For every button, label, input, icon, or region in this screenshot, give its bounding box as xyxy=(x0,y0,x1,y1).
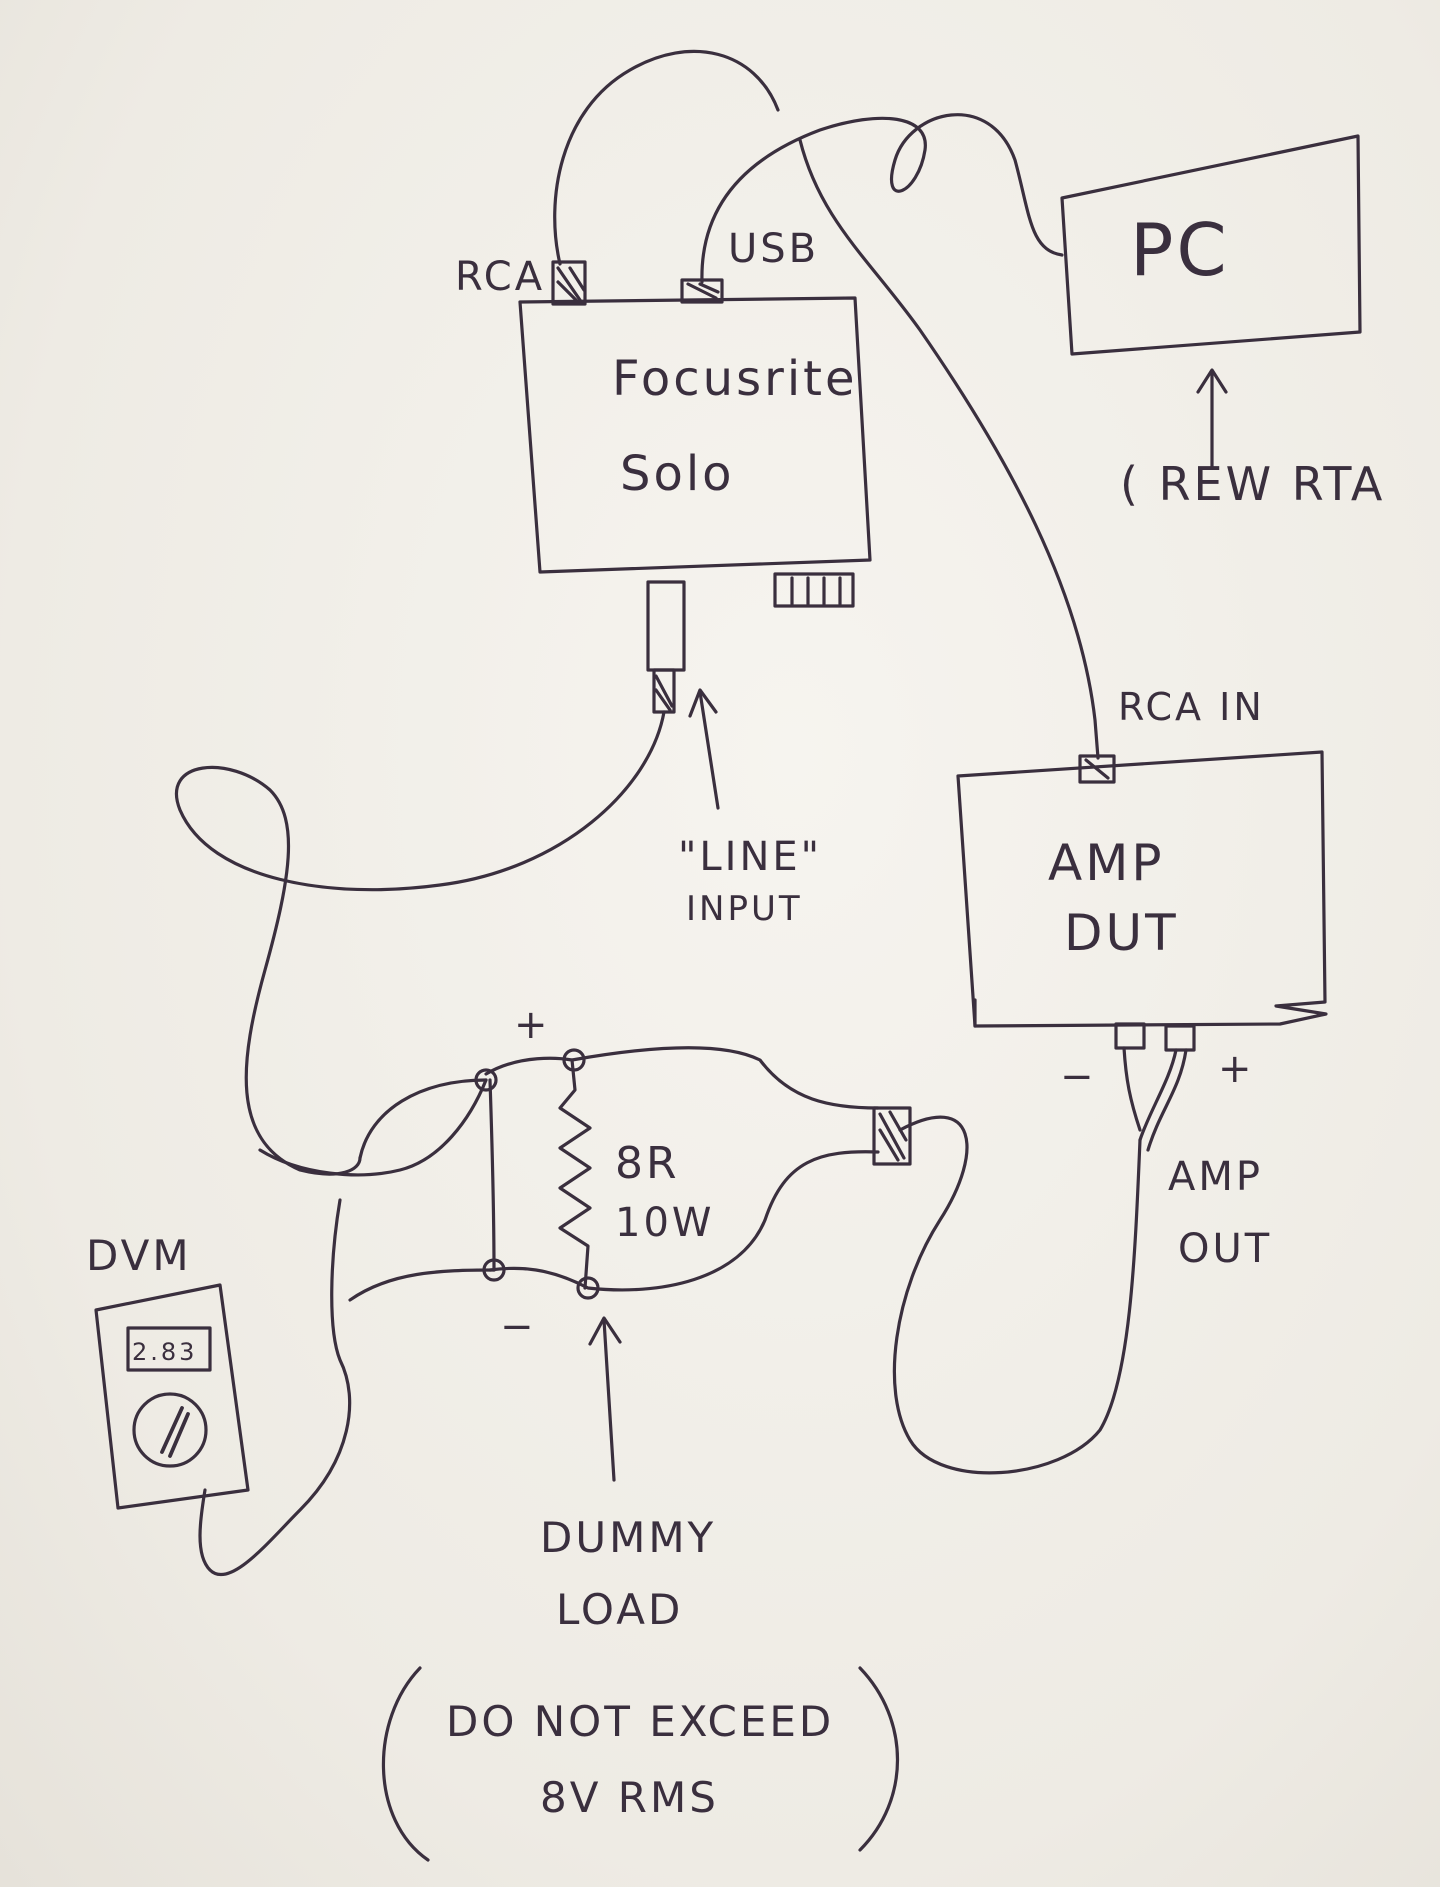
line-input-jack xyxy=(646,580,686,714)
warning-label-1: DO NOT EXCEED xyxy=(446,1697,834,1746)
resistor-label-1: 8R xyxy=(615,1138,680,1189)
resistor-label-2: 10W xyxy=(615,1200,714,1246)
pc-box xyxy=(1060,134,1362,356)
line-input-label-2: INPUT xyxy=(686,889,803,929)
dvm xyxy=(94,1283,250,1510)
dummy-load xyxy=(258,1046,912,1302)
warning-label-2: 8V RMS xyxy=(540,1773,719,1822)
focusrite-box xyxy=(518,296,872,608)
amp-plus-label: + xyxy=(1218,1046,1255,1092)
warning-brackets xyxy=(381,1666,899,1862)
load-minus-label: − xyxy=(500,1304,537,1350)
amp-output-terminals xyxy=(1114,1022,1196,1152)
amp-label-1: AMP xyxy=(1048,834,1165,892)
rew-arrow xyxy=(1196,368,1228,470)
rca-in-label: RCA IN xyxy=(1118,685,1265,729)
load-plus-label: + xyxy=(514,1002,551,1048)
rca-in-connector xyxy=(1078,754,1116,784)
amp-minus-label: − xyxy=(1060,1054,1097,1100)
amp-box xyxy=(956,750,1328,1028)
usb-label: USB xyxy=(728,226,819,272)
dvm-lead xyxy=(198,1198,352,1577)
line-input-arrow xyxy=(688,688,720,810)
dvm-reading: 2.83 xyxy=(132,1338,197,1366)
amp-output-cable xyxy=(892,1115,1142,1475)
focusrite-label-1: Focusrite xyxy=(612,351,858,407)
rew-rta-label: ( REW RTA xyxy=(1120,457,1385,511)
rca-connector-top xyxy=(551,260,587,306)
dummy-load-arrow xyxy=(588,1316,622,1482)
focusrite-label-2: Solo xyxy=(620,446,735,502)
rca-label: RCA xyxy=(455,254,545,300)
dummy-load-label-2: LOAD xyxy=(556,1585,683,1634)
cables-top xyxy=(553,49,1100,760)
amp-out-label-2: OUT xyxy=(1178,1226,1272,1272)
amp-label-2: DUT xyxy=(1064,904,1179,962)
line-input-cable xyxy=(174,710,666,1176)
dvm-label: DVM xyxy=(86,1231,192,1280)
dummy-load-label-1: DUMMY xyxy=(540,1513,716,1562)
pc-label: PC xyxy=(1130,208,1230,292)
line-input-label-1: "LINE" xyxy=(678,834,822,880)
amp-out-label-1: AMP xyxy=(1168,1154,1263,1200)
